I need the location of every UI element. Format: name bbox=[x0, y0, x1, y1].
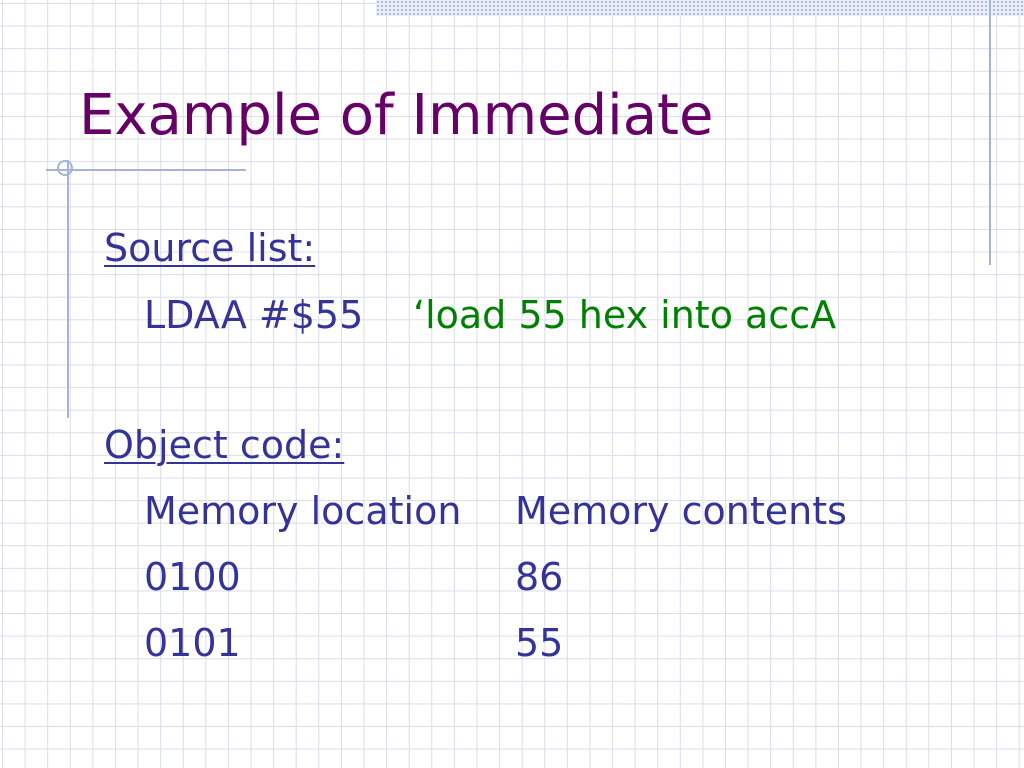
object-code-heading: Object code: bbox=[104, 423, 345, 467]
circle-ornament-icon bbox=[57, 160, 73, 176]
top-decorative-band bbox=[376, 0, 1024, 16]
slide-title: Example of Immediate bbox=[79, 83, 714, 148]
table-header-location: Memory location bbox=[144, 489, 462, 533]
instruction-text: LDAA #$55 bbox=[144, 293, 364, 337]
table-cell-contents: 86 bbox=[515, 555, 564, 599]
table-cell-contents: 55 bbox=[515, 621, 564, 665]
table-cell-location: 0101 bbox=[144, 621, 241, 665]
left-decorative-line bbox=[67, 160, 69, 418]
table-header-contents: Memory contents bbox=[515, 489, 847, 533]
source-list-heading: Source list: bbox=[104, 226, 316, 270]
instruction-comment: ‘load 55 hex into accA bbox=[413, 293, 837, 337]
table-cell-location: 0100 bbox=[144, 555, 241, 599]
right-decorative-line bbox=[989, 0, 991, 265]
title-underline-decoration bbox=[46, 169, 246, 171]
